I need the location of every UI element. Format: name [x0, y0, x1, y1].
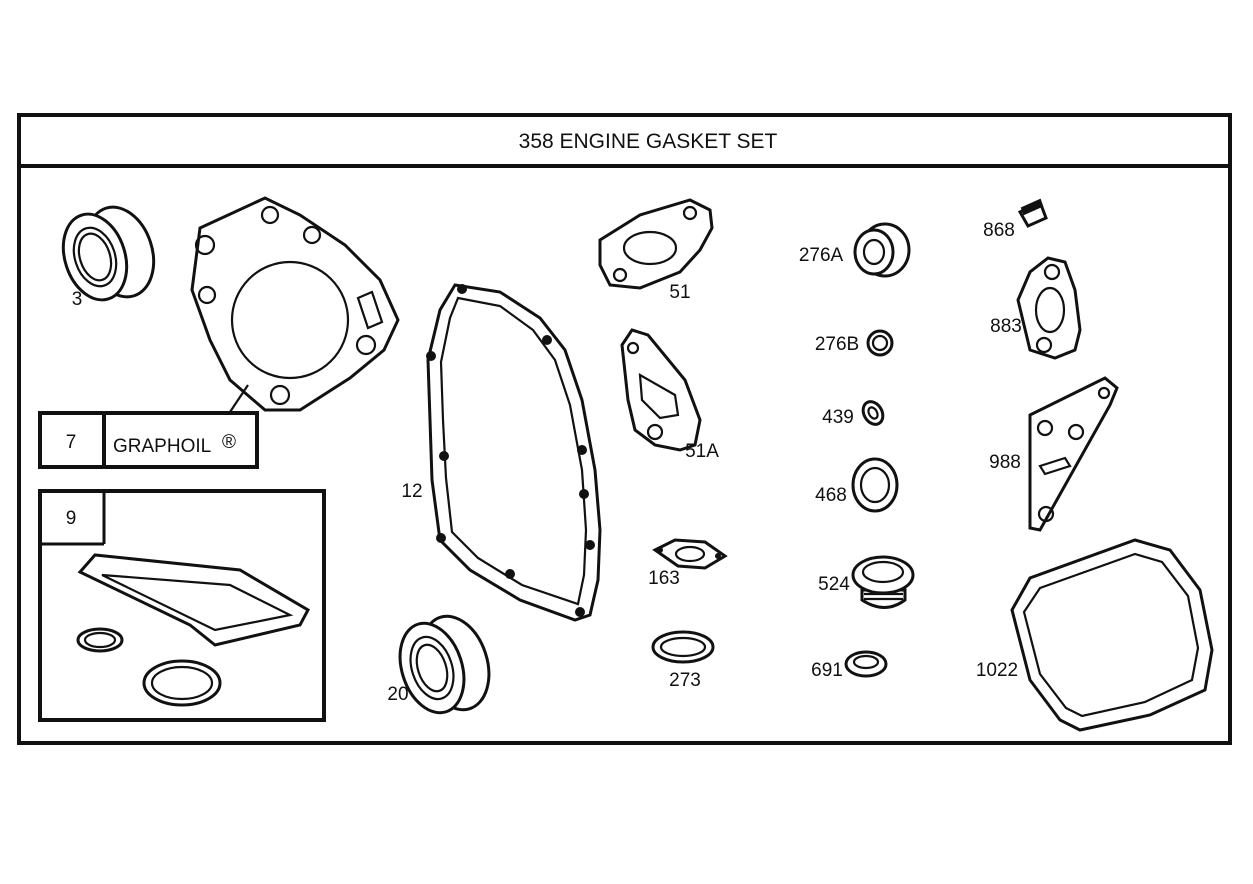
gasket-part-273 — [651, 630, 715, 664]
callout-524: 524 — [818, 574, 850, 595]
washer-part-276a — [853, 222, 911, 278]
graphoil-note-box — [38, 411, 259, 469]
callout-691: 691 — [811, 660, 843, 681]
callout-988: 988 — [989, 452, 1021, 473]
gasket-part-1022 — [1010, 538, 1214, 732]
callout-7: 7 — [66, 432, 77, 453]
intake-gasket-part-51 — [598, 198, 714, 290]
registered-mark: ® — [222, 432, 236, 453]
callout-20: 20 — [387, 684, 408, 705]
sub-kit-box-9 — [38, 489, 326, 722]
diagram-frame — [17, 113, 1232, 745]
graphoil-label: GRAPHOIL — [113, 436, 211, 457]
oil-seal-part-20 — [398, 614, 491, 715]
callout-439: 439 — [822, 407, 854, 428]
callout-868: 868 — [983, 220, 1015, 241]
callout-883: 883 — [990, 316, 1022, 337]
head-gasket-part-7 — [190, 196, 400, 413]
gasket-part-988 — [1028, 376, 1119, 532]
plug-part-524 — [851, 555, 915, 609]
callout-468: 468 — [815, 485, 847, 506]
callout-3: 3 — [72, 289, 83, 310]
washer-part-276b — [866, 329, 894, 357]
gasket-part-51a — [620, 328, 702, 452]
gasket-part-883 — [1016, 256, 1082, 360]
seal-part-468 — [851, 457, 899, 513]
crankcase-gasket-part-12 — [426, 283, 602, 622]
washer-part-691 — [844, 650, 888, 678]
callout-51a: 51A — [685, 441, 719, 462]
callout-163: 163 — [648, 568, 680, 589]
washer-part-439 — [861, 400, 885, 426]
callout-273: 273 — [669, 670, 701, 691]
cap-part-868 — [1017, 198, 1048, 228]
oil-seal-part-3 — [61, 205, 156, 302]
diagram-title: 358 ENGINE GASKET SET — [519, 130, 778, 153]
callout-276b: 276B — [815, 334, 859, 355]
callout-276a: 276A — [799, 245, 844, 266]
callout-12: 12 — [401, 481, 422, 502]
callout-9: 9 — [66, 508, 77, 529]
callout-1022: 1022 — [976, 660, 1018, 681]
gasket-part-163 — [652, 538, 728, 570]
callout-51: 51 — [669, 282, 690, 303]
